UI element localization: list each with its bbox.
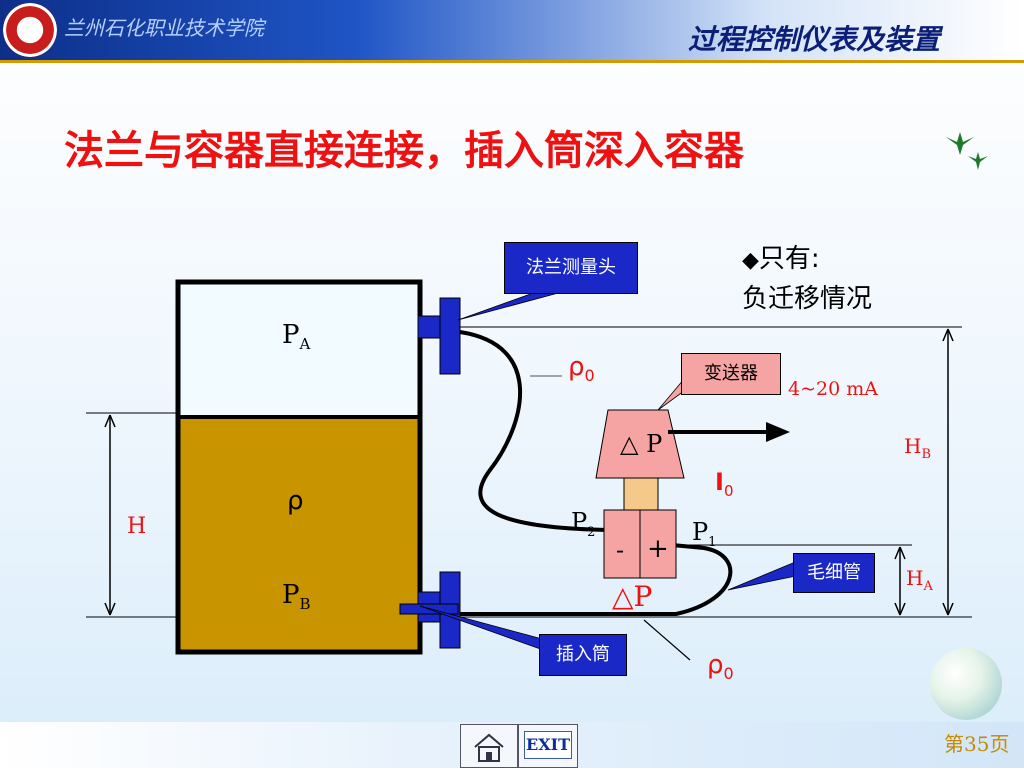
page-number: 第35页 xyxy=(944,732,1010,756)
header-bar xyxy=(0,0,1024,62)
label-p1: P1 xyxy=(692,518,717,550)
capillary-callout: 毛细管 xyxy=(793,553,875,593)
flange-top xyxy=(439,297,461,375)
label-output-current: I0 xyxy=(715,468,734,500)
capillary-top xyxy=(459,330,609,532)
label-delta-p: △P xyxy=(612,580,653,613)
label-p2: P2 xyxy=(571,508,596,540)
transmitter-neck xyxy=(623,477,659,511)
label-minus: - xyxy=(616,536,625,564)
home-button[interactable] xyxy=(460,724,518,768)
school-logo xyxy=(3,3,57,57)
note-line1: 只有: xyxy=(758,244,820,274)
flange-head-callout: 法兰测量头 xyxy=(504,242,638,294)
vessel-wall xyxy=(175,279,423,655)
transmitter-head xyxy=(595,409,685,479)
note-text: ◆只有: 负迁移情况 xyxy=(742,240,872,318)
label-h: H xyxy=(127,514,147,539)
exit-button[interactable]: EXIT xyxy=(518,724,578,768)
label-delta-p-box: △ P xyxy=(620,430,663,458)
home-icon xyxy=(474,733,504,762)
capillary-bottom xyxy=(460,543,733,616)
transmitter-callout: 变送器 xyxy=(681,353,781,395)
label-plus: + xyxy=(647,534,669,564)
flange-top-stub xyxy=(417,315,441,339)
header-divider xyxy=(0,60,1024,63)
slide-title: 法兰与容器直接连接，插入筒深入容器 xyxy=(64,128,744,174)
school-name: 兰州石化职业技术学院 xyxy=(64,16,264,40)
label-rho: ρ xyxy=(287,486,304,516)
label-pb: PB xyxy=(282,580,311,614)
label-rho0-bottom: ρ0 xyxy=(707,650,734,684)
sparkle-icon xyxy=(946,132,988,170)
note-line2: 负迁移情况 xyxy=(742,284,873,314)
label-ha: HA xyxy=(906,566,933,594)
globe-icon xyxy=(930,648,1002,720)
label-pa: PA xyxy=(282,320,311,354)
output-arrowhead xyxy=(766,422,790,442)
course-name: 过程控制仪表及装置 xyxy=(687,23,940,56)
vessel-gas-space xyxy=(180,284,418,417)
label-hb: HB xyxy=(904,434,932,462)
transmitter-chamber-minus xyxy=(603,509,641,579)
insertion-tube-callout: 插入筒 xyxy=(539,634,627,676)
exit-label: EXIT xyxy=(524,731,572,759)
bullet-icon: ◆ xyxy=(742,248,759,273)
transmitter-chamber-plus xyxy=(639,509,677,579)
label-signal-range: 4~20 mA xyxy=(788,378,878,400)
vessel-liquid xyxy=(180,417,418,650)
label-rho0-top: ρ0 xyxy=(568,352,595,386)
